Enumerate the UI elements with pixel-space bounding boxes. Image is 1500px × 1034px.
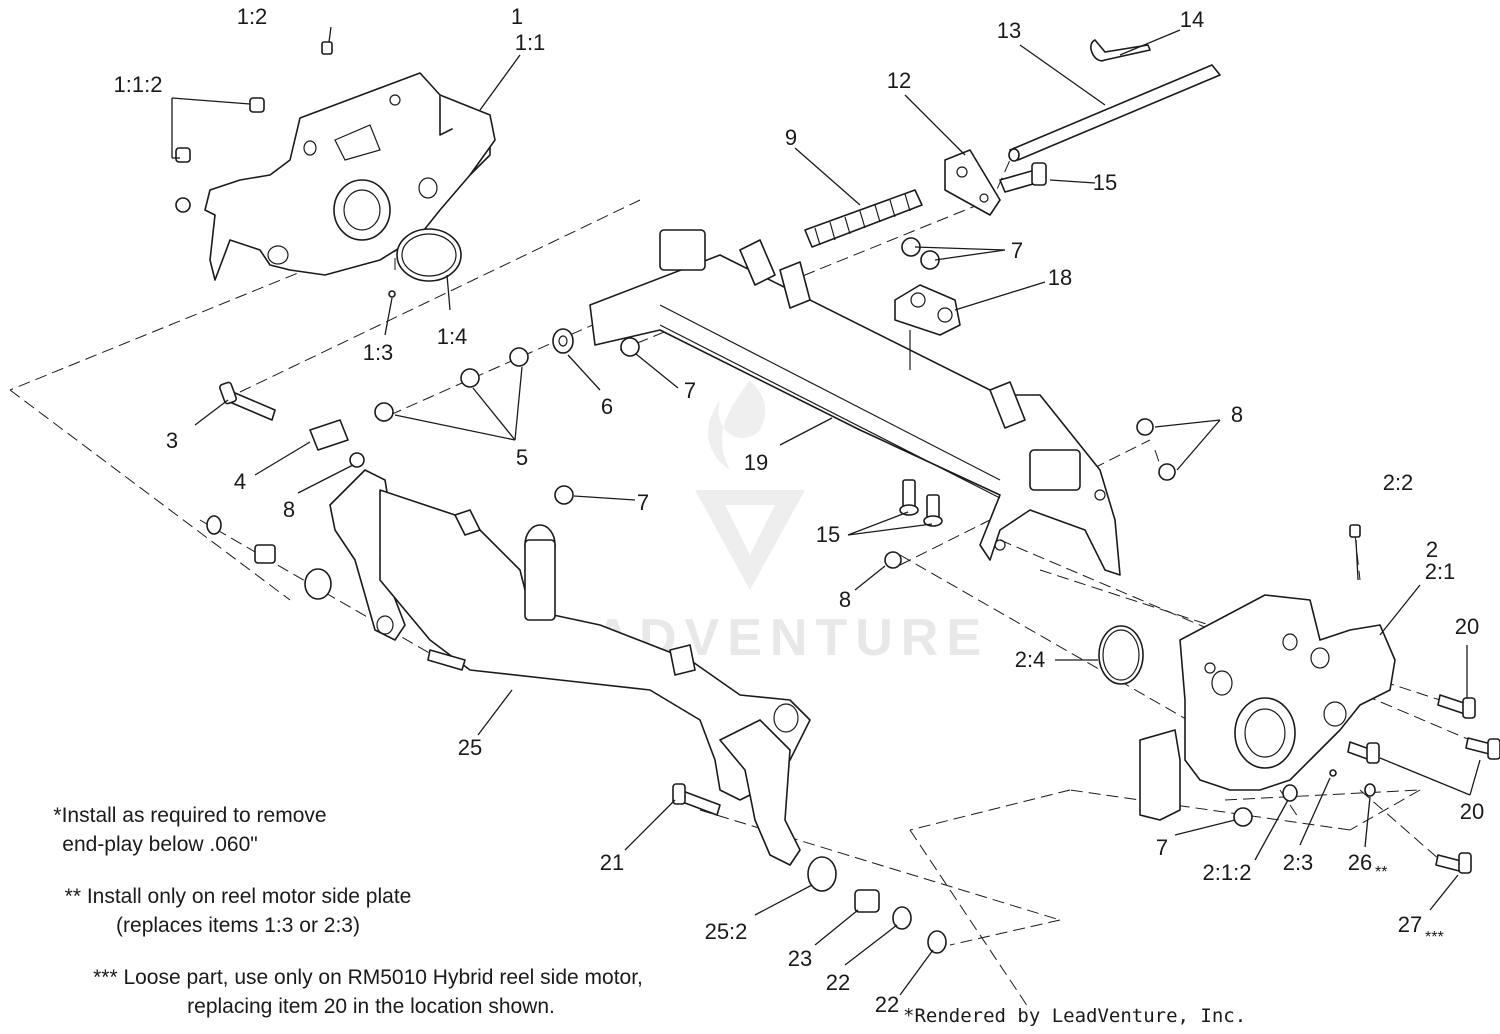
watermark-flame-icon: [708, 380, 766, 470]
callout-19: 19: [744, 450, 768, 475]
callout-23: 23: [788, 946, 812, 971]
note-1-line-1: *Install as required to remove: [53, 804, 326, 827]
bottom-hardware: [672, 783, 947, 954]
callout-3: 3: [166, 428, 178, 453]
callout-4: 4: [234, 469, 246, 494]
o-ring-2-4: [1098, 625, 1144, 685]
callout-14: 14: [1180, 7, 1204, 32]
callout-26: 26: [1348, 850, 1372, 875]
note-1-line-2: end-play below .060": [62, 833, 257, 856]
nuts-5-washer-6: [374, 328, 574, 422]
callout-22-upper: 22: [826, 970, 850, 995]
callout-7-yoke: 7: [637, 490, 649, 515]
callout-1-1-2: 1:1:2: [114, 72, 163, 97]
callout-1-1: 1:1: [515, 30, 546, 55]
callout-1-4: 1:4: [437, 324, 468, 349]
note-2-line-1: ** Install only on reel motor side plate: [65, 885, 412, 908]
spacer-4: [309, 419, 349, 451]
callout-2-2: 2:2: [1383, 470, 1414, 495]
callout-7-center: 7: [684, 378, 696, 403]
render-credit: *Rendered by LeadVenture, Inc.: [903, 1005, 1246, 1027]
bolts-15-lower: [899, 479, 943, 527]
callout-22-lower: 22: [875, 992, 899, 1017]
callout-15-lower: 15: [816, 522, 840, 547]
leader-lines: [171, 26, 1481, 996]
callout-2: 2: [1426, 537, 1438, 562]
bracket-18: [894, 284, 961, 370]
callout-21: 21: [600, 850, 624, 875]
main-bar-19: [589, 229, 1121, 576]
callouts: 1 1:1 1:2 1:1:2 1:3 1:4 3 4 8 5 6 7 7 19…: [114, 4, 1485, 1017]
callout-2-1-2: 2:1:2: [1203, 860, 1252, 885]
note-3-line-2: replacing item 20 in the location shown.: [187, 995, 555, 1018]
callout-1-2: 1:2: [237, 4, 268, 29]
spring-9: [804, 189, 923, 248]
callout-6: 6: [601, 394, 613, 419]
callout-27: 27: [1398, 912, 1422, 937]
watermark-v-icon: [695, 490, 805, 590]
callout-26-marker: **: [1375, 864, 1387, 881]
callout-25-2: 25:2: [705, 919, 748, 944]
callout-1-3: 1:3: [363, 340, 394, 365]
part-1-fittings: [175, 41, 462, 298]
callout-8-lower: 8: [839, 587, 851, 612]
callout-9: 9: [785, 125, 797, 150]
callout-8-left: 8: [283, 497, 295, 522]
callout-7-right: 7: [1156, 835, 1168, 860]
bolts-20-27: [1282, 524, 1500, 874]
note-3-line-1: *** Loose part, use only on RM5010 Hybri…: [93, 966, 643, 989]
callout-2-4: 2:4: [1015, 647, 1046, 672]
nuts-8: [349, 418, 1176, 569]
nuts-7: [554, 237, 1253, 827]
callout-25: 25: [458, 735, 482, 760]
notes: *Install as required to remove end-play …: [53, 804, 642, 1018]
yoke-25: [329, 469, 811, 866]
bolt-15-upper: [999, 162, 1047, 193]
bolt-3: [218, 381, 276, 421]
side-plate-1: [204, 72, 496, 281]
callout-27-marker: ***: [1425, 929, 1444, 946]
callout-5: 5: [516, 445, 528, 470]
callout-13: 13: [997, 18, 1021, 43]
callout-2-1: 2:1: [1425, 559, 1456, 584]
callout-12: 12: [887, 68, 911, 93]
rod-13: [1008, 64, 1221, 162]
callout-15-upper: 15: [1093, 170, 1117, 195]
callout-20-upper: 20: [1455, 614, 1479, 639]
callout-8-right: 8: [1231, 402, 1243, 427]
note-2-line-2: (replaces items 1:3 or 2:3): [116, 914, 360, 937]
washers-left: [206, 515, 466, 671]
callout-20-lower: 20: [1460, 799, 1484, 824]
callout-18: 18: [1048, 265, 1072, 290]
pin-14: [1090, 39, 1151, 62]
side-plate-2: [1139, 594, 1396, 821]
callout-2-3: 2:3: [1283, 850, 1314, 875]
callout-1: 1: [511, 4, 523, 29]
callout-7-upper: 7: [1011, 238, 1023, 263]
bracket-12: [944, 149, 1001, 216]
